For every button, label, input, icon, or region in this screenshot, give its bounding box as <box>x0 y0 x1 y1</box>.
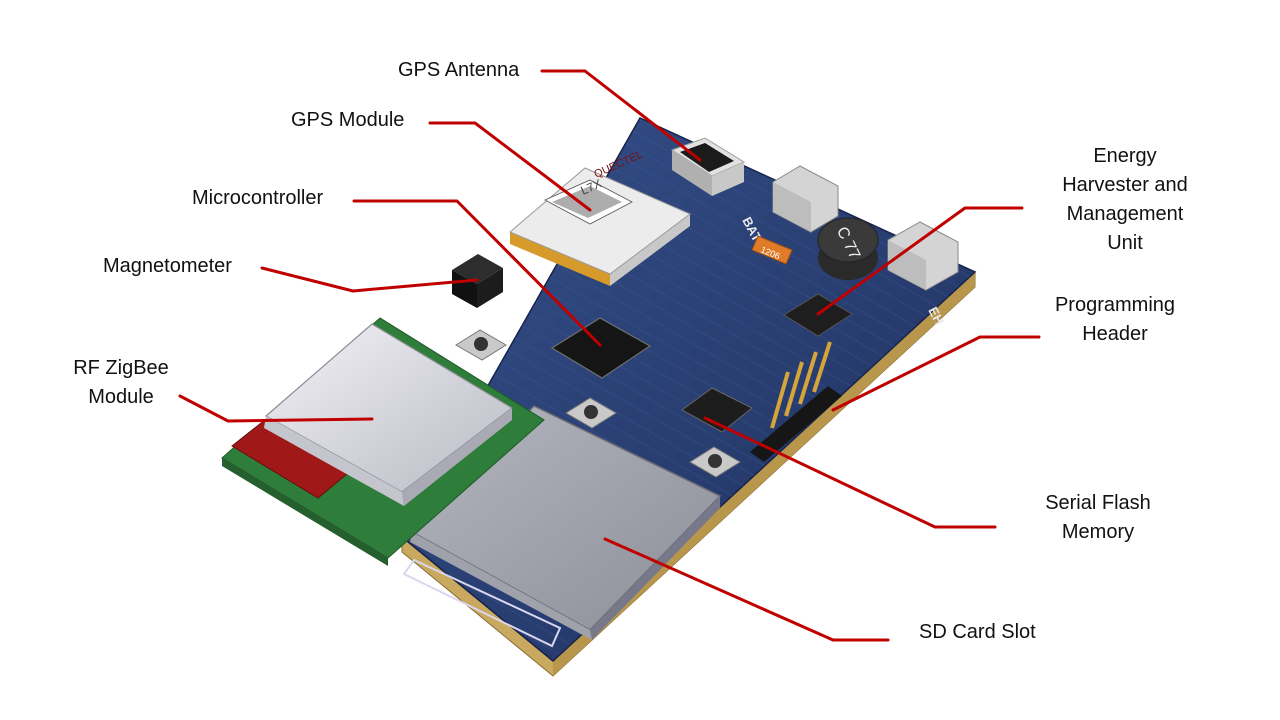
rf-zigbee-module-component <box>221 317 545 566</box>
label-microcontroller-text: Microcontroller <box>192 187 324 209</box>
leader-magnetometer <box>260 266 479 293</box>
battery-connector: BAT <box>739 165 839 244</box>
label-flash-line2: Memory <box>1061 521 1135 543</box>
label-energy-line2: Harvester and <box>1062 174 1188 196</box>
leader-rf-zigbee <box>178 394 374 423</box>
leader-programming-header <box>831 335 1041 412</box>
label-prog-line1: Programming <box>1054 294 1176 316</box>
push-buttons <box>455 329 741 478</box>
label-rf-zigbee-line2: Module <box>88 386 154 408</box>
programming-header-component <box>750 341 842 462</box>
leader-energy-harvester <box>816 206 1024 316</box>
label-microcontroller: Microcontroller <box>192 184 323 213</box>
label-sd-card-slot: SD Card Slot <box>919 618 1036 647</box>
serial-flash-component <box>681 387 753 433</box>
label-energy-line1: Energy <box>1093 145 1157 167</box>
label-flash-line1: Serial Flash <box>1045 492 1151 514</box>
label-rf-zigbee-line1: RF ZigBee <box>73 357 169 379</box>
label-gps-module: GPS Module <box>291 106 404 135</box>
leader-lines <box>178 69 1041 642</box>
label-programming-header: Programming Header <box>1044 291 1186 349</box>
gps-antenna-component <box>670 137 746 196</box>
label-sd-card-text: SD Card Slot <box>919 621 1036 643</box>
label-serial-flash: Serial Flash Memory <box>1036 489 1160 547</box>
label-gps-antenna-text: GPS Antenna <box>398 59 520 81</box>
leader-serial-flash <box>703 416 997 529</box>
label-prog-line2: Header <box>1082 323 1148 345</box>
label-gps-antenna: GPS Antenna <box>398 56 519 85</box>
leader-microcontroller <box>352 199 602 347</box>
label-energy-harvester: Energy Harvester and Management Unit <box>1050 142 1200 258</box>
gps-module-component: QUECTEL L7X <box>509 149 691 286</box>
leader-gps-antenna <box>540 69 702 162</box>
label-energy-line3: Management <box>1066 203 1184 225</box>
inductor: C 77 <box>817 217 879 280</box>
eh-silkscreen: EH <box>925 304 947 327</box>
leader-sd-card <box>603 537 890 642</box>
label-magnetometer-text: Magnetometer <box>103 255 232 277</box>
label-rf-zigbee: RF ZigBee Module <box>66 354 176 412</box>
label-gps-module-text: GPS Module <box>291 109 405 131</box>
label-magnetometer: Magnetometer <box>103 252 232 281</box>
leader-gps-module <box>428 121 592 212</box>
eh-connector: EH <box>887 221 959 327</box>
magnetometer-component <box>452 254 503 308</box>
label-energy-line4: Unit <box>1107 232 1143 254</box>
